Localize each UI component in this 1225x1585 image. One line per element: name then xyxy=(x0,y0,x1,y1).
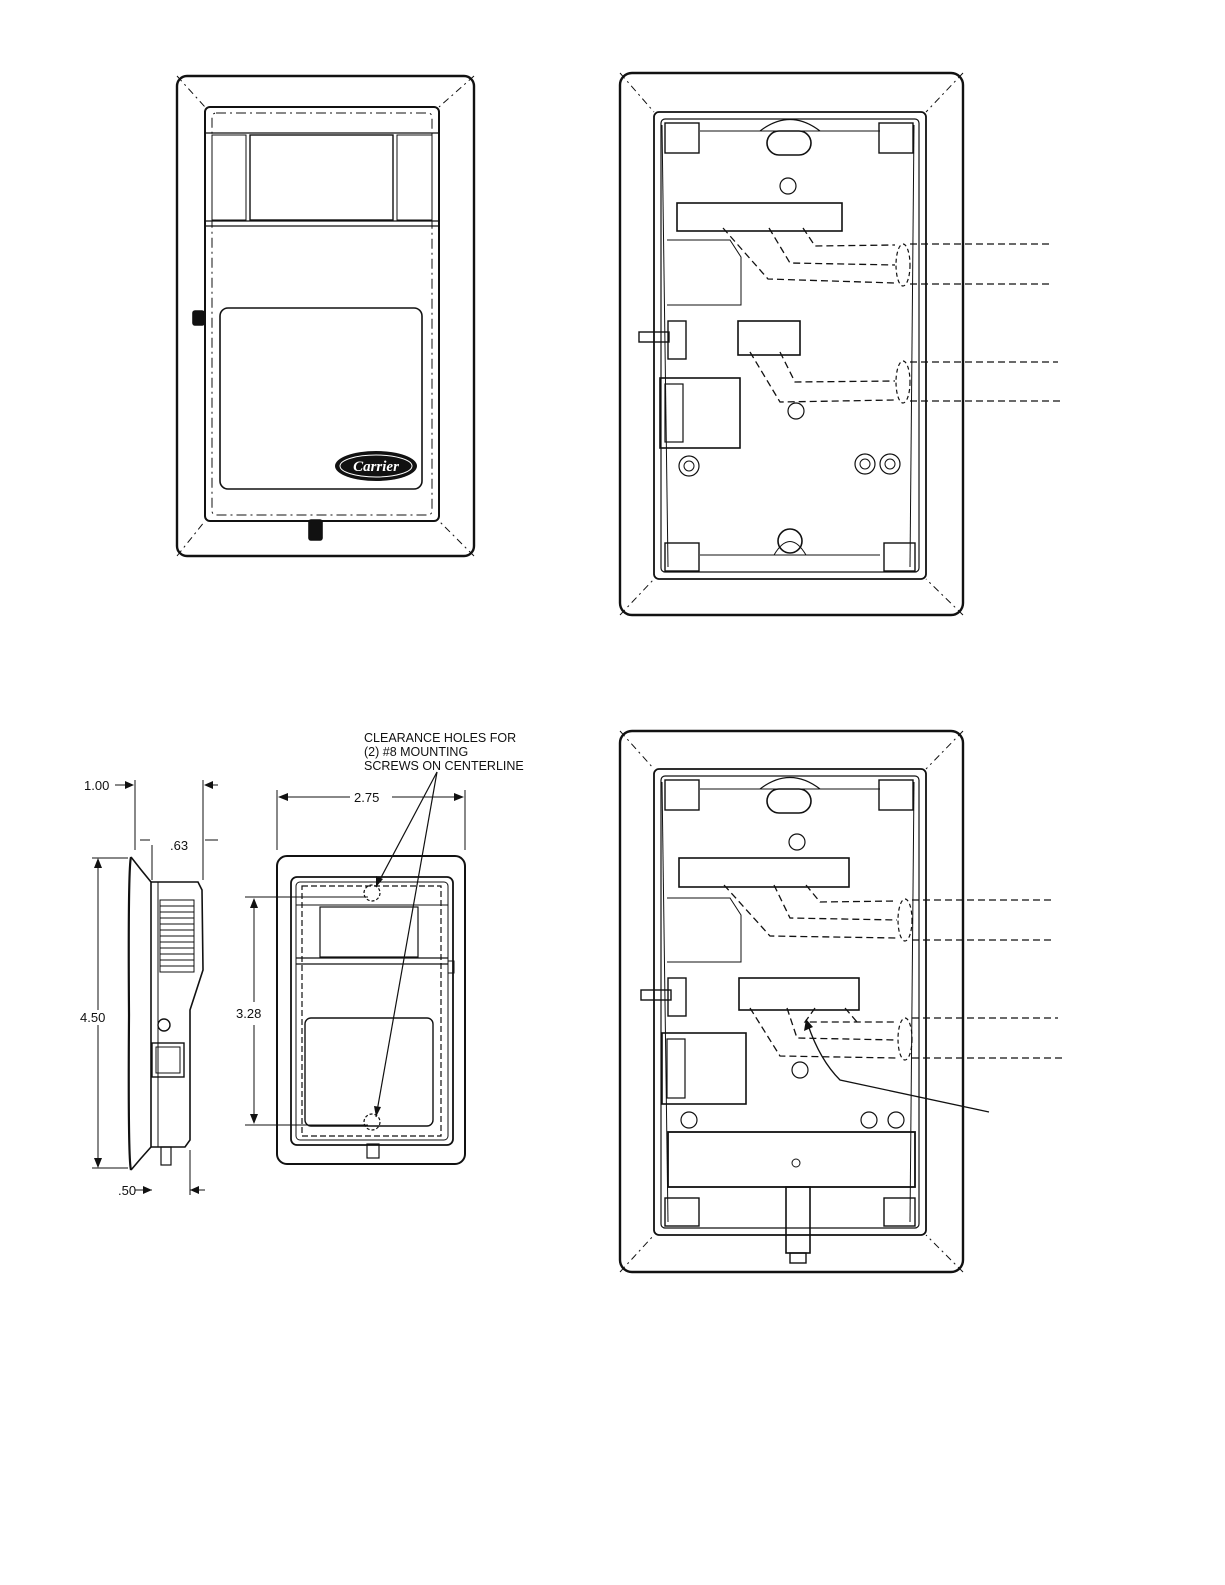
base-view-wiring-top xyxy=(620,73,1063,615)
dim-depth-base: .63 xyxy=(170,838,188,853)
side-view-arrowheads xyxy=(94,781,213,1194)
note-line-1: CLEARANCE HOLES FOR xyxy=(364,731,516,745)
front-view-sensor xyxy=(177,76,474,556)
base-view-wiring-bottom xyxy=(620,731,1063,1272)
dim-depth-lip: .50 xyxy=(118,1183,136,1198)
carrier-logo: Carrier xyxy=(353,459,399,475)
dim-hole-spacing: 3.28 xyxy=(236,1006,261,1021)
dim-depth-total: 1.00 xyxy=(84,778,109,793)
dim-width: 2.75 xyxy=(354,790,379,805)
front-outline-dimensions xyxy=(245,772,465,1164)
side-view-dimensions xyxy=(92,780,218,1195)
dim-height: 4.50 xyxy=(80,1010,105,1025)
note-line-2: (2) #8 MOUNTING xyxy=(364,745,468,759)
note-line-3: SCREWS ON CENTERLINE xyxy=(364,759,524,773)
mounting-hole-note: CLEARANCE HOLES FOR (2) #8 MOUNTING SCRE… xyxy=(364,731,524,773)
